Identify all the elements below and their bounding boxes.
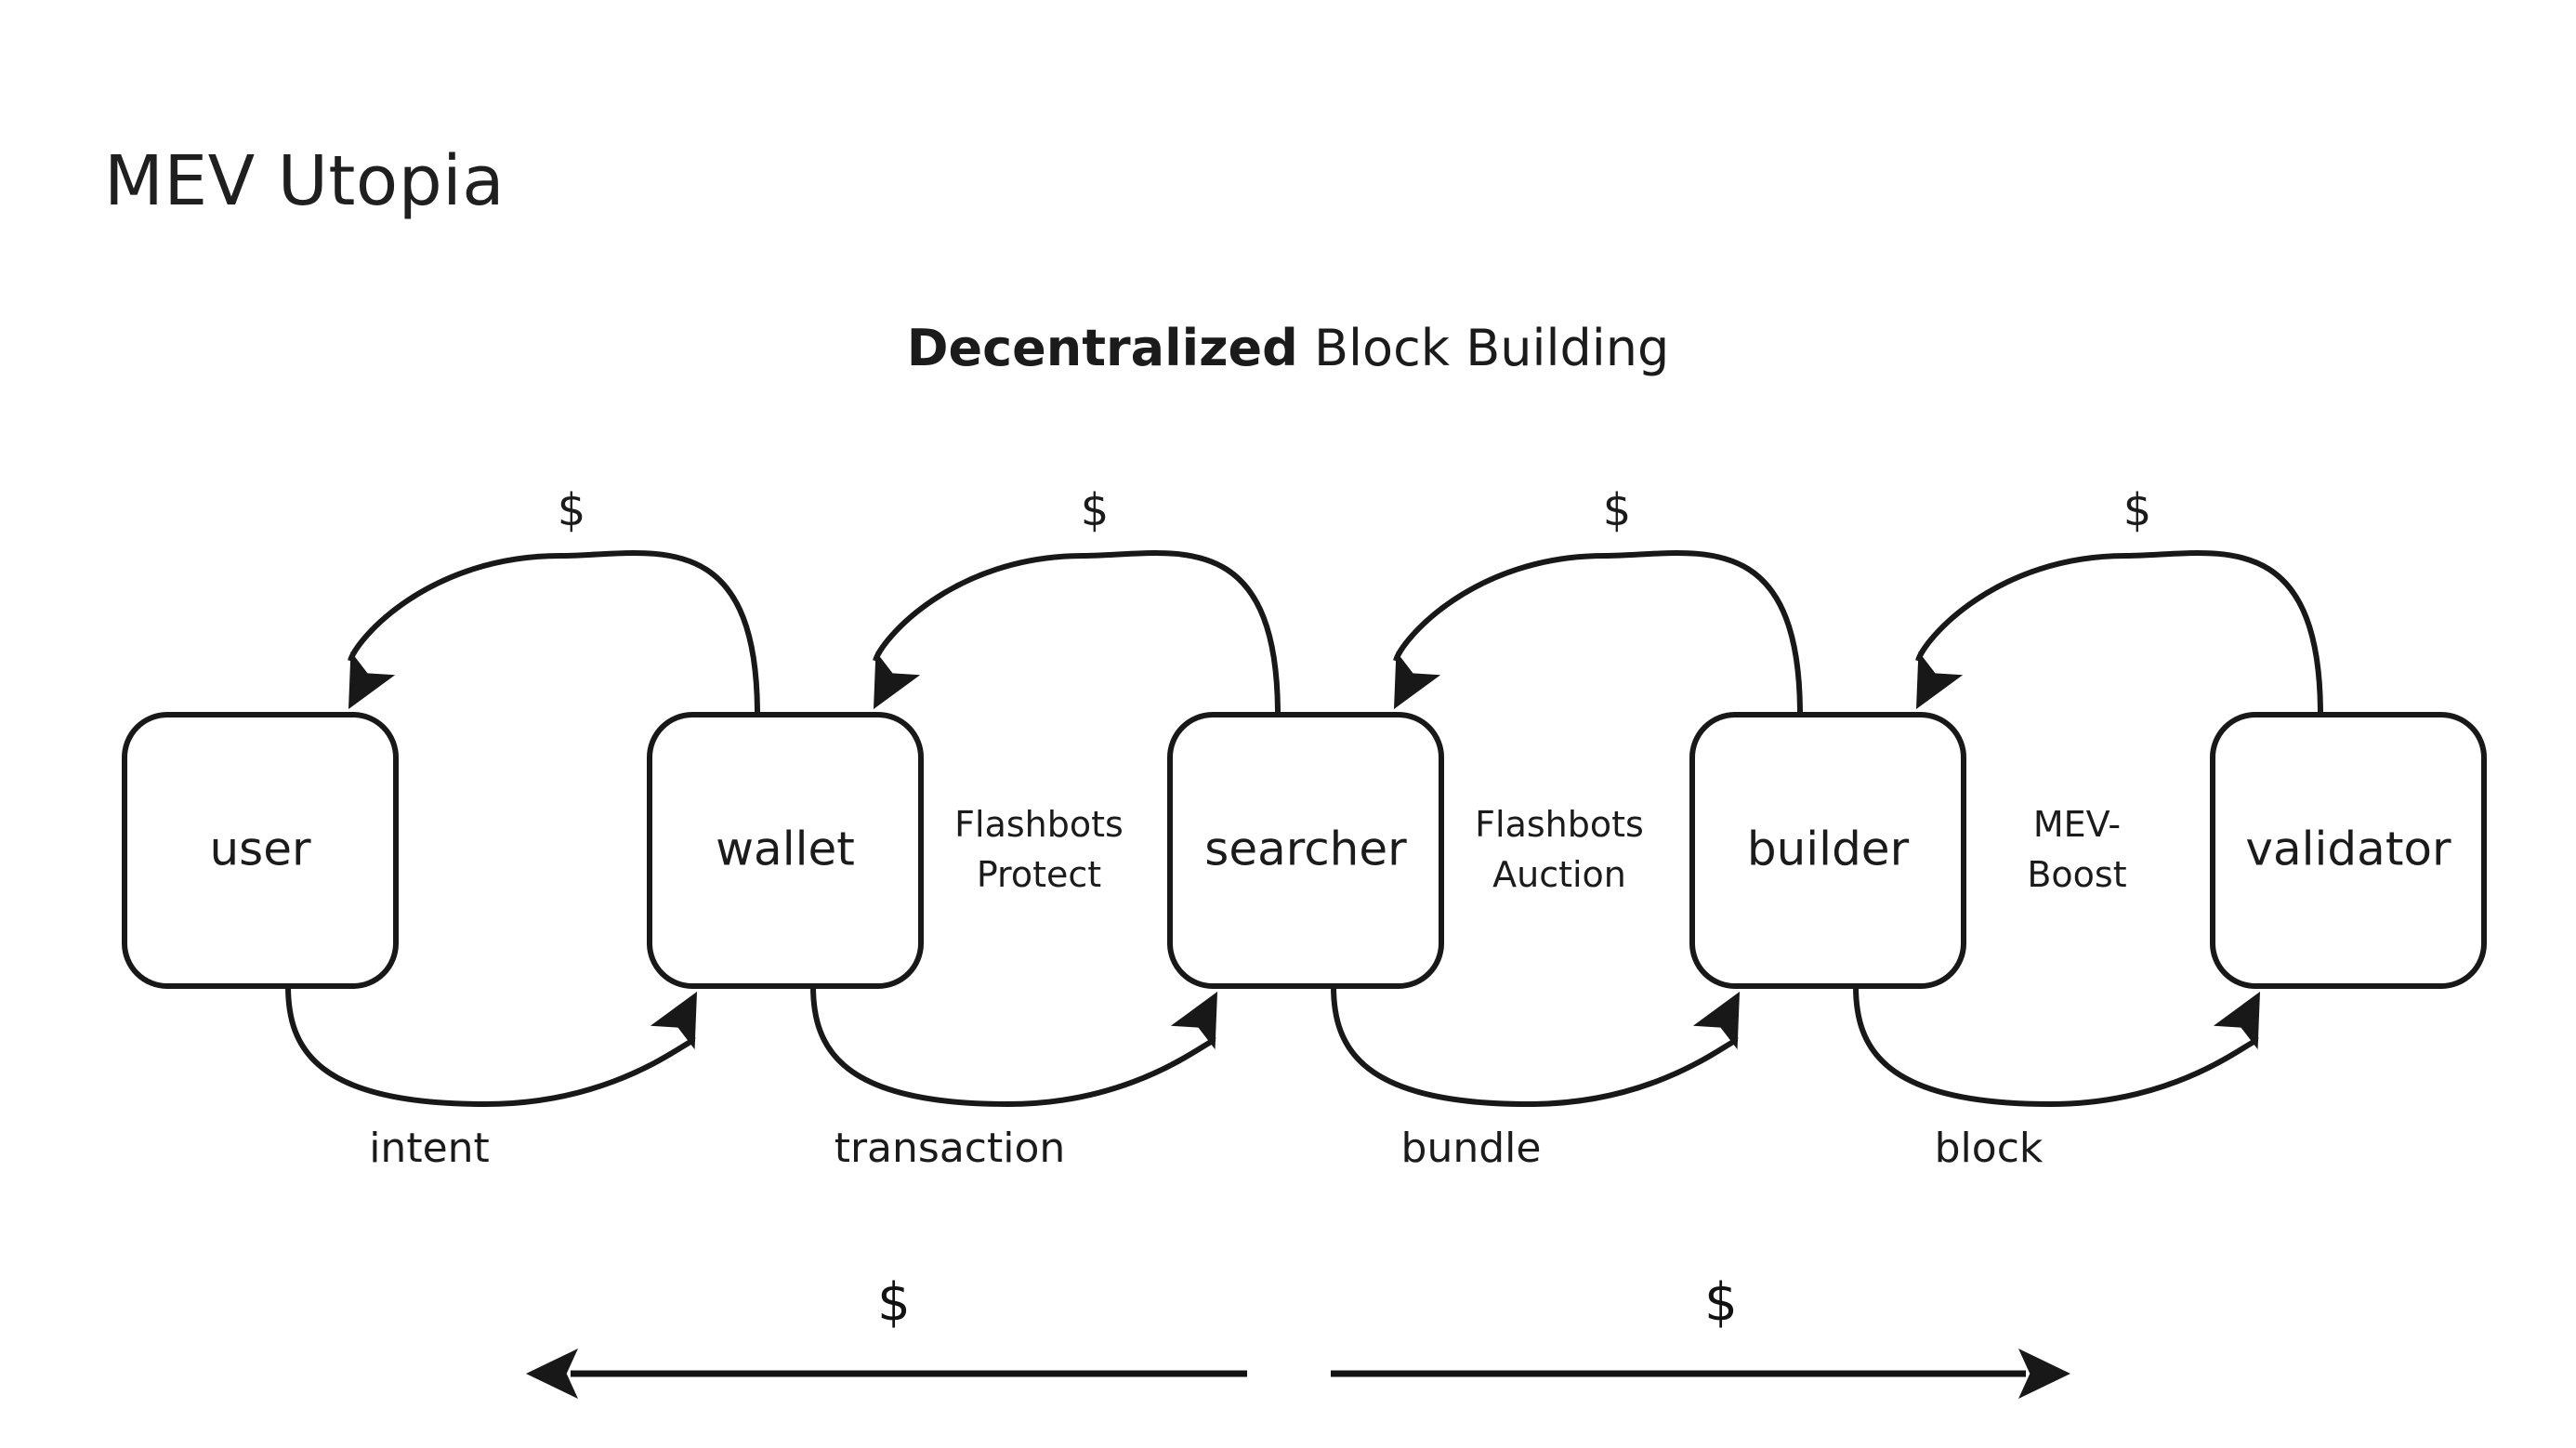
- forward-edge-arrowhead: [2213, 992, 2260, 1050]
- value-flow-layer: $$: [526, 1272, 2070, 1399]
- return-edge-money-label: $: [558, 484, 586, 536]
- return-edge-path: [348, 549, 760, 716]
- forward-edge-label: bundle: [1401, 1125, 1542, 1172]
- forward-edge-path: [810, 985, 1216, 1108]
- forward-edge-wallet-to-searcher: transaction: [810, 985, 1217, 1172]
- value-flow-right-money-label: $: [1704, 1272, 1738, 1333]
- forward-edge-arrowhead: [1170, 992, 1217, 1050]
- node-layer: user wallet searcher builder validator: [122, 712, 2487, 989]
- return-edge-path: [873, 549, 1281, 716]
- forward-edge-searcher-to-builder: bundle: [1331, 985, 1740, 1172]
- node-builder[interactable]: builder: [1689, 712, 1966, 989]
- node-searcher[interactable]: searcher: [1167, 712, 1444, 989]
- node-builder-label: builder: [1747, 823, 1910, 876]
- subtitle-bold-part: Decentralized: [906, 319, 1298, 377]
- subtitle-rest-part: Block Building: [1297, 319, 1670, 377]
- channel-label-text: MEV-Boost: [2027, 804, 2126, 895]
- node-user-box: [122, 712, 399, 989]
- node-wallet[interactable]: wallet: [647, 712, 924, 989]
- value-flow-left: $: [526, 1272, 1247, 1399]
- channel-label-mev-boost: MEV-Boost: [2027, 804, 2126, 895]
- node-searcher-box: [1167, 712, 1444, 989]
- return-edge-layer: $ $ $ $: [348, 484, 2323, 716]
- forward-edge-user-to-wallet: intent: [285, 985, 697, 1172]
- return-edge-arrowhead: [348, 651, 396, 709]
- node-validator-box: [2210, 712, 2487, 989]
- value-flow-right-arrowhead: [2018, 1349, 2070, 1399]
- page-title: MEV Utopia: [104, 141, 506, 221]
- return-edge-path: [1915, 549, 2323, 716]
- forward-edge-path: [1331, 985, 1739, 1108]
- node-wallet-label: wallet: [716, 823, 855, 876]
- return-edge-searcher-to-wallet: $: [873, 484, 1281, 716]
- return-edge-money-label: $: [1603, 484, 1632, 536]
- value-flow-left-money-label: $: [877, 1272, 911, 1333]
- forward-edge-builder-to-validator: block: [1853, 985, 2260, 1172]
- forward-edge-arrowhead: [650, 992, 697, 1050]
- forward-edge-label: block: [1935, 1125, 2044, 1172]
- return-edge-path: [1393, 549, 1803, 716]
- forward-edge-path: [1853, 985, 2259, 1108]
- node-user-label: user: [209, 823, 311, 876]
- node-user[interactable]: user: [122, 712, 399, 989]
- return-edge-builder-to-searcher: $: [1393, 484, 1803, 716]
- forward-edge-label: transaction: [835, 1125, 1066, 1172]
- forward-edge-layer: intent transaction bundle block: [285, 985, 2260, 1172]
- forward-edge-path: [285, 985, 696, 1108]
- node-validator-label: validator: [2245, 823, 2451, 876]
- node-searcher-label: searcher: [1204, 823, 1407, 876]
- value-flow-right: $: [1331, 1272, 2070, 1399]
- return-edge-arrowhead: [874, 651, 921, 709]
- return-edge-validator-to-builder: $: [1915, 484, 2323, 716]
- forward-edge-arrowhead: [1692, 992, 1740, 1050]
- forward-edge-label: intent: [369, 1125, 490, 1172]
- node-wallet-box: [647, 712, 924, 989]
- return-edge-money-label: $: [1081, 484, 1110, 536]
- return-edge-money-label: $: [2123, 484, 2152, 536]
- value-flow-left-arrowhead: [526, 1349, 578, 1399]
- node-builder-box: [1689, 712, 1966, 989]
- diagram-subtitle: Decentralized Block Building: [0, 323, 2576, 374]
- return-edge-arrowhead: [1394, 651, 1441, 709]
- node-validator[interactable]: validator: [2210, 712, 2487, 989]
- return-edge-arrowhead: [1916, 651, 1964, 709]
- return-edge-wallet-to-user: $: [348, 484, 760, 716]
